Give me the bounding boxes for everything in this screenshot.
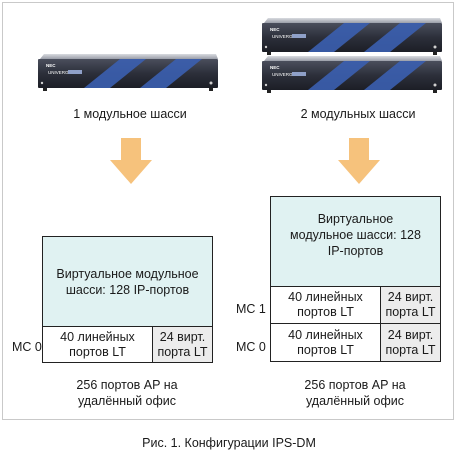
- virtual-chassis-box: Виртуальное модульное шасси: 128 IP-порт…: [270, 196, 441, 287]
- chassis-label-single: 1 модульное шасси: [73, 107, 187, 121]
- down-arrow-icon: [110, 138, 152, 184]
- mc-label: MC 0: [12, 340, 42, 354]
- config-caption: 256 портов AP на удалённый офис: [76, 378, 178, 408]
- figure-caption: Рис. 1. Конфигурации IPS-DM: [142, 436, 316, 450]
- chassis-label-double: 2 модульных шасси: [300, 107, 416, 121]
- mc-label: MC 0: [236, 340, 266, 354]
- brand-label: NEC: [46, 63, 56, 68]
- line-ports-cell: 40 линейных портов LT: [270, 286, 381, 324]
- brand-label: NEC: [270, 65, 280, 70]
- mc-label: MC 1: [236, 302, 266, 316]
- down-arrow-icon: [338, 138, 380, 184]
- chassis-illustrations: NEC UNIVERGE NEC UNIVERGE NEC UNIVERGE: [38, 18, 442, 93]
- virtual-chassis-box: Виртуальное модульное шасси: 128 IP-порт…: [42, 236, 213, 327]
- config-caption: 256 портов AP на удалённый офис: [304, 378, 406, 408]
- chassis-icon: NEC UNIVERGE: [38, 54, 218, 91]
- model-label: UNIVERGE: [48, 70, 72, 75]
- virtual-ports-cell: 24 вирт. порта LT: [380, 323, 441, 362]
- model-label: UNIVERGE: [272, 34, 296, 39]
- virtual-ports-cell: 24 вирт. порта LT: [152, 326, 213, 363]
- model-label: UNIVERGE: [272, 72, 296, 77]
- chassis-icon: NEC UNIVERGE: [262, 56, 442, 93]
- chassis-icon: NEC UNIVERGE: [262, 18, 442, 55]
- brand-label: NEC: [270, 27, 280, 32]
- line-ports-cell: 40 линейных портов LT: [270, 323, 381, 362]
- figure-frame: [2, 2, 454, 420]
- virtual-ports-cell: 24 вирт. порта LT: [380, 286, 441, 324]
- line-ports-cell: 40 линейных портов LT: [42, 326, 153, 363]
